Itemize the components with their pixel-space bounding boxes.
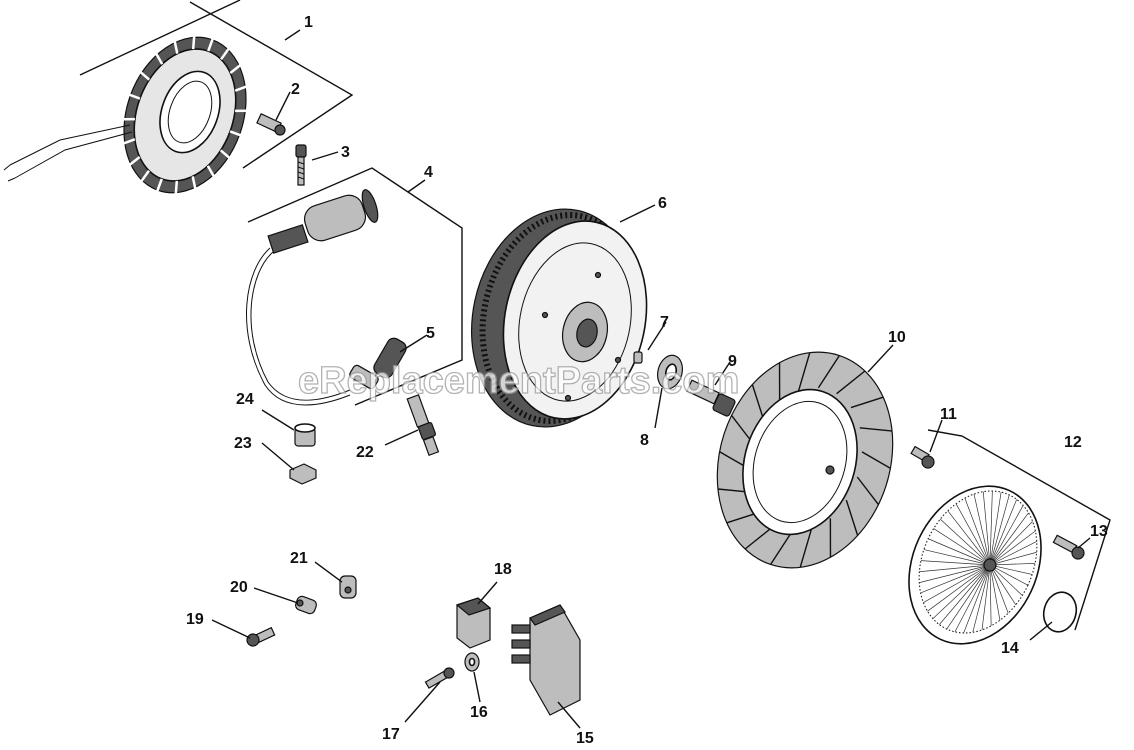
callout-24: 24 xyxy=(236,391,254,408)
screw xyxy=(256,113,286,136)
clamp xyxy=(339,575,357,599)
callout-20: 20 xyxy=(230,579,248,596)
callout-17: 17 xyxy=(382,726,400,743)
fan xyxy=(716,351,894,569)
spark-plug xyxy=(406,394,440,456)
callout-16: 16 xyxy=(470,704,488,721)
callout-13: 13 xyxy=(1090,523,1108,540)
callout-15: 15 xyxy=(576,730,594,747)
small-washer xyxy=(464,652,480,672)
fan-screw xyxy=(910,445,935,469)
key xyxy=(633,351,643,364)
callout-10: 10 xyxy=(888,329,906,346)
callout-12: 12 xyxy=(1064,434,1082,451)
grass-screen xyxy=(908,485,1042,645)
leader-lines xyxy=(79,0,1091,729)
callout-4: 4 xyxy=(424,164,433,181)
bracket-4 xyxy=(247,167,463,406)
callout-5: 5 xyxy=(426,325,435,342)
callout-1: 1 xyxy=(304,14,313,31)
washer xyxy=(657,354,683,390)
watermark: eReplacementParts.com xyxy=(298,360,739,402)
callout-11: 11 xyxy=(940,406,957,423)
decal xyxy=(1042,591,1078,633)
callout-14: 14 xyxy=(1001,640,1019,657)
callout-6: 6 xyxy=(658,195,667,212)
callout-19: 19 xyxy=(186,611,204,628)
callout-21: 21 xyxy=(290,550,308,567)
rectifier-screw xyxy=(424,667,455,689)
connector xyxy=(455,597,492,649)
callout-9: 9 xyxy=(728,353,737,370)
clip xyxy=(295,595,317,615)
callout-7: 7 xyxy=(660,314,669,331)
spark-plug-boot xyxy=(349,337,407,390)
flywheel xyxy=(470,208,648,428)
callout-2: 2 xyxy=(291,81,300,98)
flywheel-bolt xyxy=(686,379,736,417)
nut xyxy=(289,463,317,485)
bolt xyxy=(295,144,307,186)
screen-screw xyxy=(1052,534,1085,560)
rectifier-regulator xyxy=(511,604,581,716)
spacer xyxy=(294,423,316,447)
callout-22: 22 xyxy=(356,444,374,461)
callout-8: 8 xyxy=(640,432,649,449)
clamp-screw xyxy=(246,626,276,647)
ignition-module xyxy=(246,189,379,406)
callout-23: 23 xyxy=(234,435,252,452)
stator xyxy=(3,35,248,195)
bracket-12 xyxy=(927,429,1111,631)
callout-3: 3 xyxy=(341,144,350,161)
callout-labels: 1 2 3 4 5 6 7 8 9 10 11 12 13 14 15 16 1… xyxy=(186,14,1108,747)
callout-18: 18 xyxy=(494,561,512,578)
